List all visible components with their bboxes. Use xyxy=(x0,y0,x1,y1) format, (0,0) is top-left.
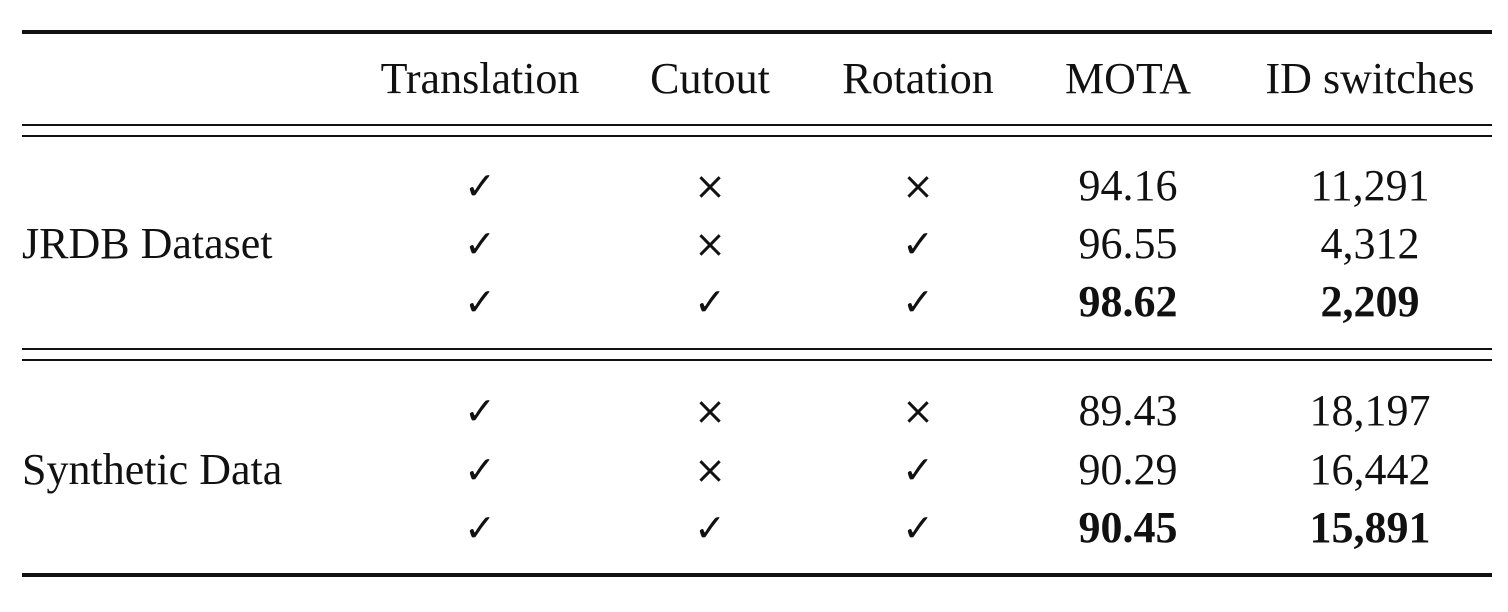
header-translation: Translation xyxy=(380,54,580,103)
bottom-rule xyxy=(22,573,1492,577)
check-icon: ✓ xyxy=(902,280,934,324)
cross-icon: × xyxy=(902,389,934,433)
check-icon: ✓ xyxy=(464,164,496,208)
header-double-rule-top xyxy=(22,124,1492,126)
mota-value-best: 90.45 xyxy=(1078,503,1178,552)
check-icon: ✓ xyxy=(464,506,496,550)
check-icon: ✓ xyxy=(694,280,726,324)
header-id-switches: ID switches xyxy=(1265,54,1475,103)
id-switches-value: 18,197 xyxy=(1309,386,1431,435)
group-label-synthetic: Synthetic Data xyxy=(22,445,283,494)
check-icon: ✓ xyxy=(464,280,496,324)
header-rotation: Rotation xyxy=(842,54,994,103)
check-icon: ✓ xyxy=(464,448,496,492)
mota-value: 94.16 xyxy=(1078,161,1178,210)
top-rule xyxy=(22,30,1492,34)
cross-icon: × xyxy=(694,222,726,266)
cross-icon: × xyxy=(694,389,726,433)
mota-value: 89.43 xyxy=(1078,386,1178,435)
header-double-rule-bottom xyxy=(22,135,1492,137)
id-switches-value: 4,312 xyxy=(1320,219,1420,268)
check-icon: ✓ xyxy=(464,389,496,433)
check-icon: ✓ xyxy=(464,222,496,266)
cross-icon: × xyxy=(694,164,726,208)
check-icon: ✓ xyxy=(902,222,934,266)
mota-value: 96.55 xyxy=(1078,219,1178,268)
group-double-rule-top xyxy=(22,348,1492,350)
id-switches-value-best: 2,209 xyxy=(1320,277,1420,326)
id-switches-value: 11,291 xyxy=(1310,161,1430,210)
check-icon: ✓ xyxy=(902,448,934,492)
check-icon: ✓ xyxy=(694,506,726,550)
mota-value-best: 98.62 xyxy=(1078,277,1178,326)
header-mota: MOTA xyxy=(1064,54,1192,103)
check-icon: ✓ xyxy=(902,506,934,550)
id-switches-value: 16,442 xyxy=(1309,445,1431,494)
cross-icon: × xyxy=(902,164,934,208)
group-label-jrdb: JRDB Dataset xyxy=(22,219,273,268)
header-cutout: Cutout xyxy=(650,54,770,103)
mota-value: 90.29 xyxy=(1078,445,1178,494)
cross-icon: × xyxy=(694,448,726,492)
id-switches-value-best: 15,891 xyxy=(1309,503,1431,552)
group-double-rule-bottom xyxy=(22,359,1492,361)
